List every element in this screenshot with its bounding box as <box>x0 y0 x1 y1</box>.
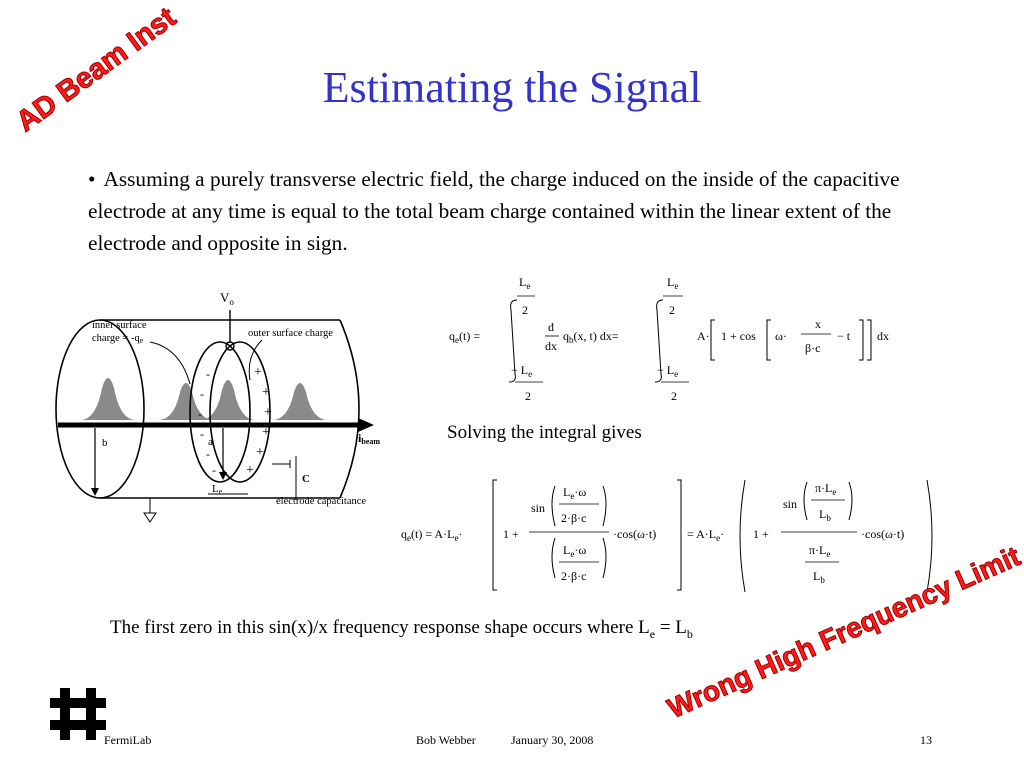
slide-title: Estimating the Signal <box>322 63 702 112</box>
svg-text:= A·Le·: = A·Le· <box>687 527 724 543</box>
svg-text:qb(x, t) dx=: qb(x, t) dx= <box>563 329 619 345</box>
svg-text:Lb: Lb <box>819 507 831 523</box>
bullet-marker: • <box>88 167 96 191</box>
svg-text:Le·ω: Le·ω <box>563 485 586 501</box>
svg-text:A·: A· <box>697 329 710 343</box>
bullet-text: Assuming a purely transverse electric fi… <box>88 167 900 255</box>
svg-text:π·Le: π·Le <box>815 481 836 497</box>
svg-text:Le·ω: Le·ω <box>563 543 586 559</box>
beam-arrow-icon <box>358 418 374 432</box>
svg-text:2·β·c: 2·β·c <box>561 511 586 525</box>
footer-lab-name: FermiLab <box>104 733 152 747</box>
b-label: b <box>102 437 108 449</box>
svg-text:− Le: − Le <box>511 363 532 379</box>
svg-text:qe(t) =: qe(t) = <box>449 329 480 345</box>
svg-text:π·Le: π·Le <box>809 543 830 559</box>
footer-author: Bob Webber <box>416 733 476 747</box>
svg-text:1 + cos: 1 + cos <box>721 329 756 343</box>
electrode-inner <box>189 341 251 483</box>
fermilab-logo-icon <box>50 688 106 740</box>
svg-text:-: - <box>200 427 204 441</box>
solving-text: Solving the integral gives <box>447 422 642 443</box>
bunch-3 <box>200 380 256 420</box>
svg-text:2: 2 <box>525 389 531 403</box>
svg-text:sin: sin <box>531 501 545 515</box>
svg-text:2·β·c: 2·β·c <box>561 569 586 583</box>
capacitance-label: electrode capacitance <box>276 496 366 507</box>
svg-text:β·c: β·c <box>805 341 820 355</box>
svg-text:+: + <box>254 365 262 380</box>
solution-equation: qe(t) = A·Le· 1 + sin Le·ω 2·β·c Le·ω 2·… <box>401 479 933 593</box>
svg-text:+: + <box>256 445 264 460</box>
svg-text:·cos(ω·t): ·cos(ω·t) <box>613 527 656 541</box>
svg-text:-: - <box>206 367 210 381</box>
svg-text:2: 2 <box>671 389 677 403</box>
svg-text:+: + <box>262 425 270 440</box>
svg-text:Le: Le <box>667 275 678 291</box>
first-zero-text: The first zero in this sin(x)/x frequenc… <box>110 617 693 641</box>
svg-text:1 +: 1 + <box>503 527 519 541</box>
bunch-2 <box>158 383 214 420</box>
svg-text:dx: dx <box>877 329 889 343</box>
svg-text:2: 2 <box>669 303 675 317</box>
bullet-paragraph: •Assuming a purely transverse electric f… <box>88 163 938 259</box>
svg-text:− Le: − Le <box>657 363 678 379</box>
bunch-4 <box>272 383 328 420</box>
svg-text:sin: sin <box>783 497 797 511</box>
svg-text:+: + <box>262 385 270 400</box>
inner-charge-label: charge = -qe <box>92 333 144 345</box>
electrode-diagram: --- --- ++ ++ ++ Vo b a Le inner surface… <box>55 290 380 523</box>
svg-text:qe(t) = A·Le·: qe(t) = A·Le· <box>401 527 462 543</box>
svg-text:− t: − t <box>837 329 851 343</box>
svg-text:dx: dx <box>545 339 557 353</box>
ibeam-label: ibeam <box>358 431 380 446</box>
outer-surface-label: outer surface charge <box>248 328 333 339</box>
svg-text:-: - <box>206 447 210 461</box>
capacitor-label: C <box>302 473 310 485</box>
inner-surface-label: inner surface <box>92 320 147 331</box>
svg-text:x: x <box>815 317 821 331</box>
svg-text:ω·: ω· <box>775 329 787 343</box>
svg-text:d: d <box>548 320 554 334</box>
svg-text:-: - <box>212 463 216 477</box>
footer-page-number: 13 <box>920 733 932 747</box>
le-label: Le <box>212 483 223 496</box>
electrode-outer <box>209 341 271 483</box>
charge-integral-equation: qe(t) = Le 2 − Le 2 d dx qb(x, t) dx= Le… <box>449 275 889 403</box>
svg-text:+: + <box>264 405 272 420</box>
svg-text:2: 2 <box>522 303 528 317</box>
pipe-end-left <box>55 319 145 499</box>
pipe-end-right <box>339 319 360 499</box>
svg-text:Le: Le <box>519 275 530 291</box>
a-label: a <box>208 436 213 448</box>
svg-text:+: + <box>246 463 254 478</box>
svg-text:Lb: Lb <box>813 569 825 585</box>
footer-date: January 30, 2008 <box>511 733 594 747</box>
svg-text:-: - <box>198 407 202 421</box>
bunch-1 <box>80 378 136 420</box>
svg-text:1 +: 1 + <box>753 527 769 541</box>
vo-label: Vo <box>220 290 234 307</box>
svg-text:-: - <box>200 387 204 401</box>
svg-text:·cos(ω·t): ·cos(ω·t) <box>861 527 904 541</box>
